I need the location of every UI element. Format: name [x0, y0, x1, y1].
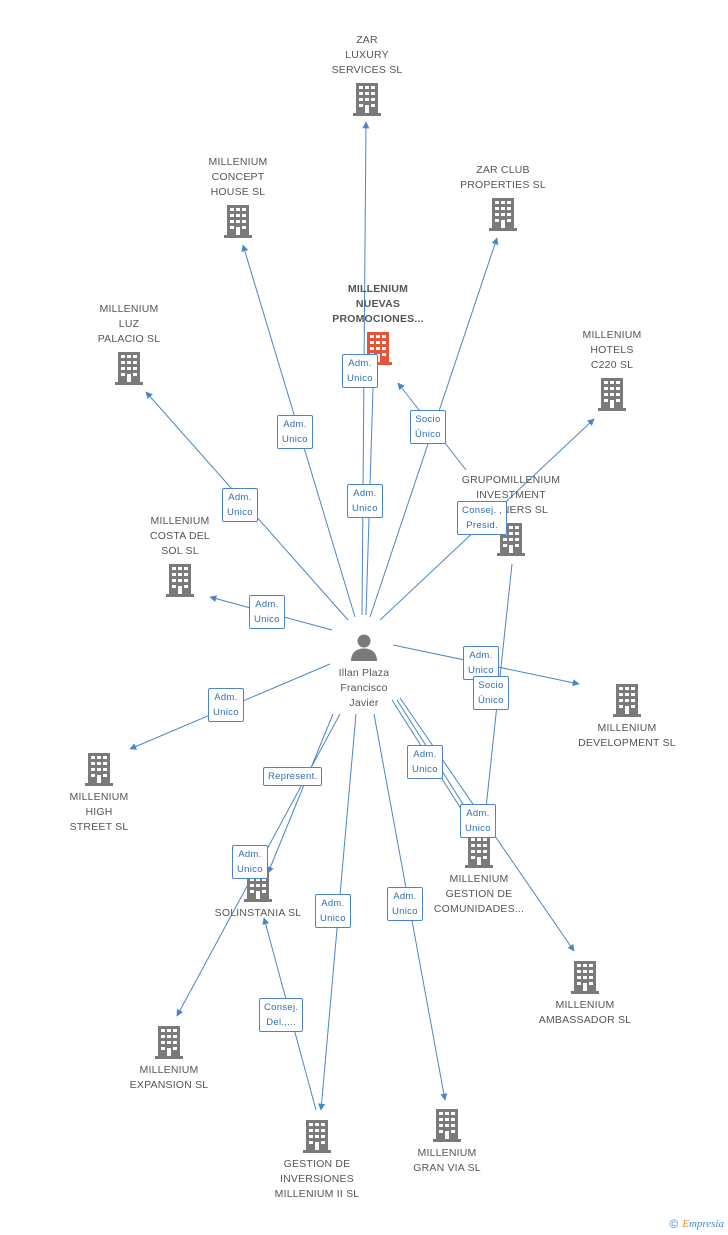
edge-label[interactable]: Adm. Unico [463, 646, 499, 680]
edge-label[interactable]: Adm. Unico [249, 595, 285, 629]
edge-label[interactable]: Socio Único [410, 410, 446, 444]
building-icon [303, 1120, 331, 1153]
node-gestion-comunidades[interactable]: MILLENIUM GESTION DE COMUNIDADES... [414, 834, 544, 917]
node-development[interactable]: MILLENIUM DEVELOPMENT SL [562, 683, 692, 751]
node-label: SOLINSTANIA SL [214, 907, 302, 919]
brand-first-letter: E [682, 1218, 689, 1230]
building-icon [613, 684, 641, 717]
copyright-symbol: © [669, 1217, 679, 1231]
node-hotels-c220[interactable]: MILLENIUM HOTELS C220 SL [547, 328, 677, 411]
building-icon [571, 961, 599, 994]
edge-label[interactable]: Adm. Unico [232, 845, 268, 879]
node-label: MILLENIUM EXPANSION SL [129, 1064, 209, 1091]
node-label: GESTION DE INVERSIONES MILLENIUM II SL [274, 1158, 360, 1200]
node-ambassador[interactable]: MILLENIUM AMBASSADOR SL [520, 960, 650, 1028]
node-label: MILLENIUM GESTION DE COMUNIDADES... [433, 873, 525, 915]
brand-rest: mpresia [688, 1218, 724, 1230]
building-icon [115, 352, 143, 385]
node-label: ZAR LUXURY SERVICES SL [331, 34, 403, 76]
node-zar-club[interactable]: ZAR CLUB PROPERTIES SL [438, 163, 568, 231]
node-label: MILLENIUM NUEVAS PROMOCIONES... [332, 283, 424, 325]
node-label: MILLENIUM HOTELS C220 SL [582, 329, 642, 371]
edge-label[interactable]: Adm. Unico [407, 745, 443, 779]
edge-label[interactable]: Adm. Unico [277, 415, 313, 449]
building-icon [85, 753, 113, 786]
edge-label[interactable]: Adm. Unico [347, 484, 383, 518]
node-label: MILLENIUM CONCEPT HOUSE SL [208, 156, 268, 198]
node-label: MILLENIUM HIGH STREET SL [69, 791, 129, 833]
edge-label[interactable]: Adm. Unico [208, 688, 244, 722]
building-icon [489, 198, 517, 231]
node-label: MILLENIUM GRAN VIA SL [413, 1147, 481, 1174]
node-center-person[interactable]: Illan Plaza Francisco Javier [314, 632, 414, 711]
edge-label[interactable]: Adm. Unico [460, 804, 496, 838]
building-icon [155, 1026, 183, 1059]
node-expansion[interactable]: MILLENIUM EXPANSION SL [104, 1025, 234, 1093]
person-label: Illan Plaza Francisco Javier [338, 667, 390, 709]
node-luz-palacio[interactable]: MILLENIUM LUZ PALACIO SL [64, 302, 194, 385]
node-concept-house[interactable]: MILLENIUM CONCEPT HOUSE SL [173, 155, 303, 238]
edge-label[interactable]: Adm. Unico [222, 488, 258, 522]
person-icon [351, 634, 377, 661]
edge-label[interactable]: Consej. , Presid. [457, 501, 508, 535]
node-label: MILLENIUM AMBASSADOR SL [538, 999, 632, 1026]
node-high-street[interactable]: MILLENIUM HIGH STREET SL [34, 752, 164, 835]
building-icon [598, 378, 626, 411]
edge-label[interactable]: Consej. Del.,... [259, 998, 304, 1032]
building-icon [465, 835, 493, 868]
node-gran-via[interactable]: MILLENIUM GRAN VIA SL [382, 1108, 512, 1176]
brand-logo[interactable]: Empresia [682, 1218, 724, 1230]
edge-label[interactable]: Socio Único [473, 676, 509, 710]
building-icon [166, 564, 194, 597]
node-costa-del-sol[interactable]: MILLENIUM COSTA DEL SOL SL [115, 514, 245, 597]
edge-label[interactable]: Adm. Unico [315, 894, 351, 928]
node-zar-luxury[interactable]: ZAR LUXURY SERVICES SL [302, 33, 432, 116]
building-icon [433, 1109, 461, 1142]
footer-brand: © Empresia [669, 1217, 724, 1231]
node-label: MILLENIUM DEVELOPMENT SL [578, 722, 676, 749]
building-icon [224, 205, 252, 238]
edge-label[interactable]: Adm. Unico [342, 354, 378, 388]
node-label: MILLENIUM COSTA DEL SOL SL [150, 515, 210, 557]
edge-label[interactable]: Represent. [263, 767, 323, 786]
edge-label[interactable]: Adm. Unico [387, 887, 423, 921]
node-nuevas-promociones[interactable]: MILLENIUM NUEVAS PROMOCIONES... [313, 282, 443, 365]
building-icon [353, 83, 381, 116]
edge-center-solinstania [267, 713, 334, 874]
node-gestion-inversiones[interactable]: GESTION DE INVERSIONES MILLENIUM II SL [252, 1119, 382, 1202]
node-label: MILLENIUM LUZ PALACIO SL [97, 303, 161, 345]
node-label: ZAR CLUB PROPERTIES SL [460, 164, 546, 191]
